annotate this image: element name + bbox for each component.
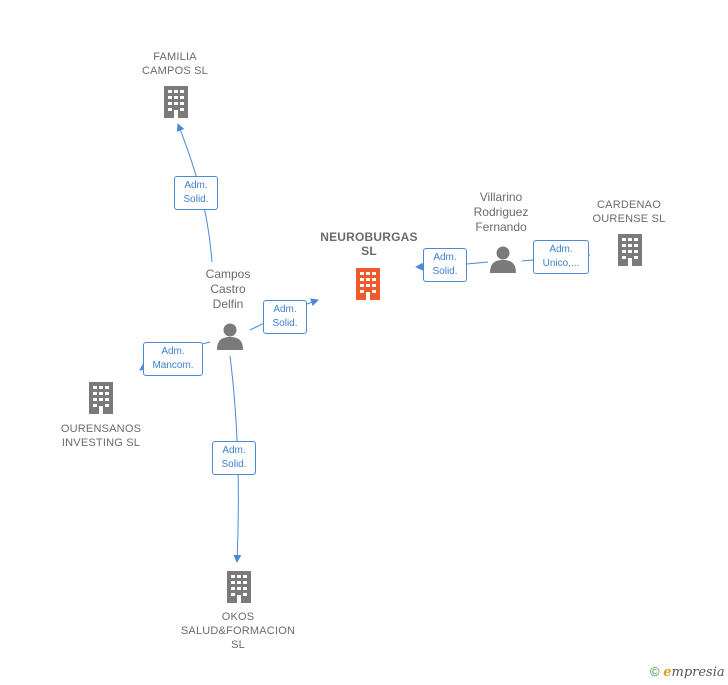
villarino-label[interactable]: Villarino Rodriguez Fernando xyxy=(473,190,529,234)
empresia-watermark: © empresia xyxy=(650,664,725,680)
familia-building-icon[interactable] xyxy=(164,86,188,118)
campos-person-icon[interactable] xyxy=(217,323,243,351)
edge-label-campos-neuro: Adm. Solid. xyxy=(263,300,307,334)
edge-label-campos-ourensanos: Adm. Mancom. xyxy=(143,342,203,376)
cardenao-building-icon[interactable] xyxy=(618,234,642,266)
cardenao-label[interactable]: CARDENAO OURENSE SL xyxy=(592,199,666,225)
ourensanos-building-icon[interactable] xyxy=(89,382,113,414)
edge-label-villarino-cardenao: Adm. Unico,... xyxy=(533,240,589,274)
neuroburgas-label[interactable]: NEUROBURGAS SL xyxy=(320,230,418,258)
copyright-symbol: © xyxy=(650,664,660,679)
edge-label-campos-familia: Adm. Solid. xyxy=(174,176,218,210)
villarino-person-icon[interactable] xyxy=(490,246,516,274)
campos-label[interactable]: Campos Castro Delfin xyxy=(205,267,251,311)
familia-label[interactable]: FAMILIA CAMPOS SL xyxy=(142,51,208,77)
edge-label-villarino-neuro: Adm. Solid. xyxy=(423,248,467,282)
okos-building-icon[interactable] xyxy=(227,571,251,603)
neuroburgas-building-icon[interactable] xyxy=(356,268,380,300)
edge-label-campos-okos: Adm. Solid. xyxy=(212,441,256,475)
okos-label[interactable]: OKOS SALUD&FORMACION SL xyxy=(180,611,296,651)
ourensanos-label[interactable]: OURENSANOS INVESTING SL xyxy=(60,423,142,449)
empresia-logo: empresia xyxy=(663,665,725,680)
